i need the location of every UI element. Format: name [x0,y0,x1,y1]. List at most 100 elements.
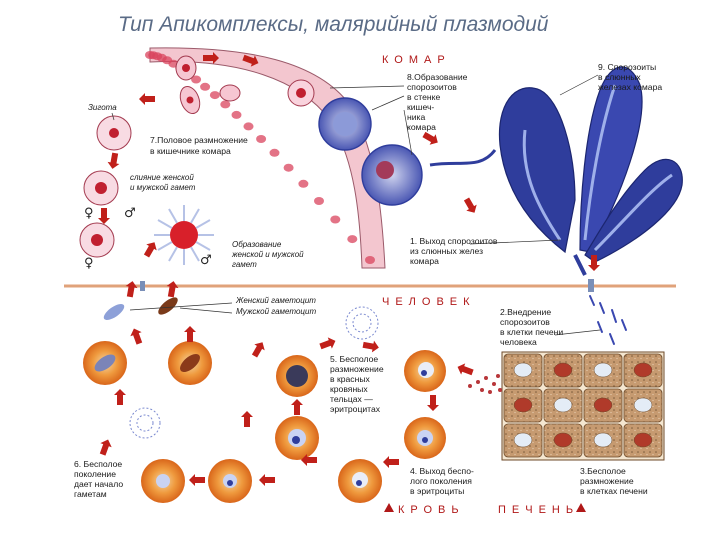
label-step6-line: 6. Бесполое [74,459,122,469]
lifecycle-arrow [189,474,205,486]
gut-cell-nucleus [283,163,294,172]
liver-cell-nucleus [593,432,613,448]
label-step5-line: тельцах — [330,394,373,404]
label-step9: 9. Спорозоиты в слюнных железах комара [598,62,662,92]
gut-cell-nucleus [298,179,309,188]
label-step6-line: дает начало [74,479,123,489]
gut-cell-nucleus [231,110,242,119]
section-human: ЧЕЛОВЕК [382,296,476,308]
lifecycle-arrow [98,208,110,224]
merozoite-rosette [129,306,379,439]
lifecycle-arrow [107,152,120,169]
section-liver: ПЕЧЕНЬ [498,503,586,516]
flagellum [157,241,173,251]
lifecycle-arrow [203,52,219,64]
flagellum [190,208,200,224]
label-gamete-formation-line: женской и мужской [231,250,304,259]
male-symbol: ♂ [200,253,212,268]
lifecycle-arrow [251,342,265,358]
label-step5-line: 5. Бесполое [330,354,378,364]
divider-marker [588,279,594,292]
flagellum [157,219,173,229]
male-symbol: ♂ [124,206,136,221]
label-step1-line: комара [410,256,439,266]
liver-cell-nucleus [633,432,653,448]
oocysts [287,79,423,206]
gut-cell-nucleus [256,135,267,143]
label-step5: 5. Бесполое размножение в красных кровян… [330,354,384,414]
sexual-stages [79,115,214,265]
liver-cell-nucleus [633,397,653,413]
liver-cell-nucleus [593,362,613,378]
label-step3: 3.Бесполое размножение в клетках печени [580,466,648,496]
lifecycle-arrow [291,399,303,415]
lifecycle-arrow [427,395,439,411]
liver-cell-nucleus [553,432,573,448]
lifecycle-arrow [463,197,477,213]
label-step1: 1. Выход спорозоитов из слюнных желез ко… [410,236,498,266]
label-fusion: слияние женской и мужской гамет [130,173,196,192]
lifecycle-arrow [166,281,179,298]
label-step5-line: размножение [330,364,384,374]
lifecycle-arrow [422,131,438,145]
liver-cell-nucleus [593,397,613,413]
lifecycle-arrow [143,242,157,258]
label-step2-line: человека [500,337,537,347]
merozoite-release [468,374,502,394]
lifecycle-arrow [259,474,275,486]
liver-cell-nucleus [553,397,573,413]
section-mosquito: КОМАР [382,54,451,66]
flagellum [195,219,211,229]
erythrocytes [83,341,446,503]
flagellum [195,241,211,251]
lifecycle-arrow [99,439,112,456]
label-step6-line: гаметам [74,489,107,499]
gut-cell-nucleus [200,82,211,91]
label-step4-line: 4. Выход беспо- [410,466,474,476]
flagellum [168,246,178,262]
label-female-gametocyte: Женский гаметоцит [235,296,316,305]
erythrocyte-schizont [275,416,319,460]
label-step3-line: в клетках печени [580,486,648,496]
page-title: Тип Апикомплексы, малярийный плазмодий [118,13,549,36]
label-step8-line: ника [407,112,425,122]
liver-cell-nucleus [513,362,533,378]
lifecycle-arrow [383,456,399,468]
lifecycle-arrow [241,411,253,427]
section-blood-label: КРОВЬ [398,504,465,516]
lifecycle-arrow [457,363,474,376]
liver-tissue [501,351,665,461]
gut-cell-nucleus [243,122,254,131]
section-liver-label: ПЕЧЕНЬ [498,504,579,516]
erythrocyte-merozoite [208,459,252,503]
liver-cells [503,353,663,458]
gametocytes [103,297,178,321]
section-blood: КРОВЬ [384,503,465,516]
label-gamete-formation-line: Образование [232,240,282,249]
label-step6: 6. Бесполое поколение дает начало гамета… [74,459,123,499]
gut-cell-nucleus [314,197,324,205]
liver-cell-nucleus [633,362,653,378]
label-step8-line: 8.Образование [407,72,468,82]
label-step1-line: из слюнных желез [410,246,483,256]
label-step8-line: спорозоитов [407,82,457,92]
lifecycle-arrow [184,326,196,342]
lifecycle-arrow [588,255,600,271]
label-step2-line: 2.Внедрение [500,307,551,317]
gut-cell-nucleus [209,91,220,100]
label-step5-line: кровяных [330,384,368,394]
label-step8: 8.Образование спорозоитов в стенке кишеч… [407,72,468,132]
erythrocyte-trophozoite [404,417,446,459]
gut-cell-nucleus [347,235,358,244]
label-step7: 7.Половое размножение в кишечнике комара [150,135,248,156]
lifecycle-arrow [125,281,138,298]
gut-cell-nucleus [220,100,231,109]
label-step5-line: в красных [330,374,370,384]
lifecycle-arrow [114,389,126,405]
lifecycle-arrow [139,93,155,105]
label-step7-line: в кишечнике комара [150,146,231,156]
lifecycle-arrow [242,54,259,67]
lifecycle-arrow [362,340,379,353]
label-fusion-line: слияние женской [130,173,194,182]
label-step2: 2.Внедрение спорозоитов в клетки печени … [500,307,563,347]
